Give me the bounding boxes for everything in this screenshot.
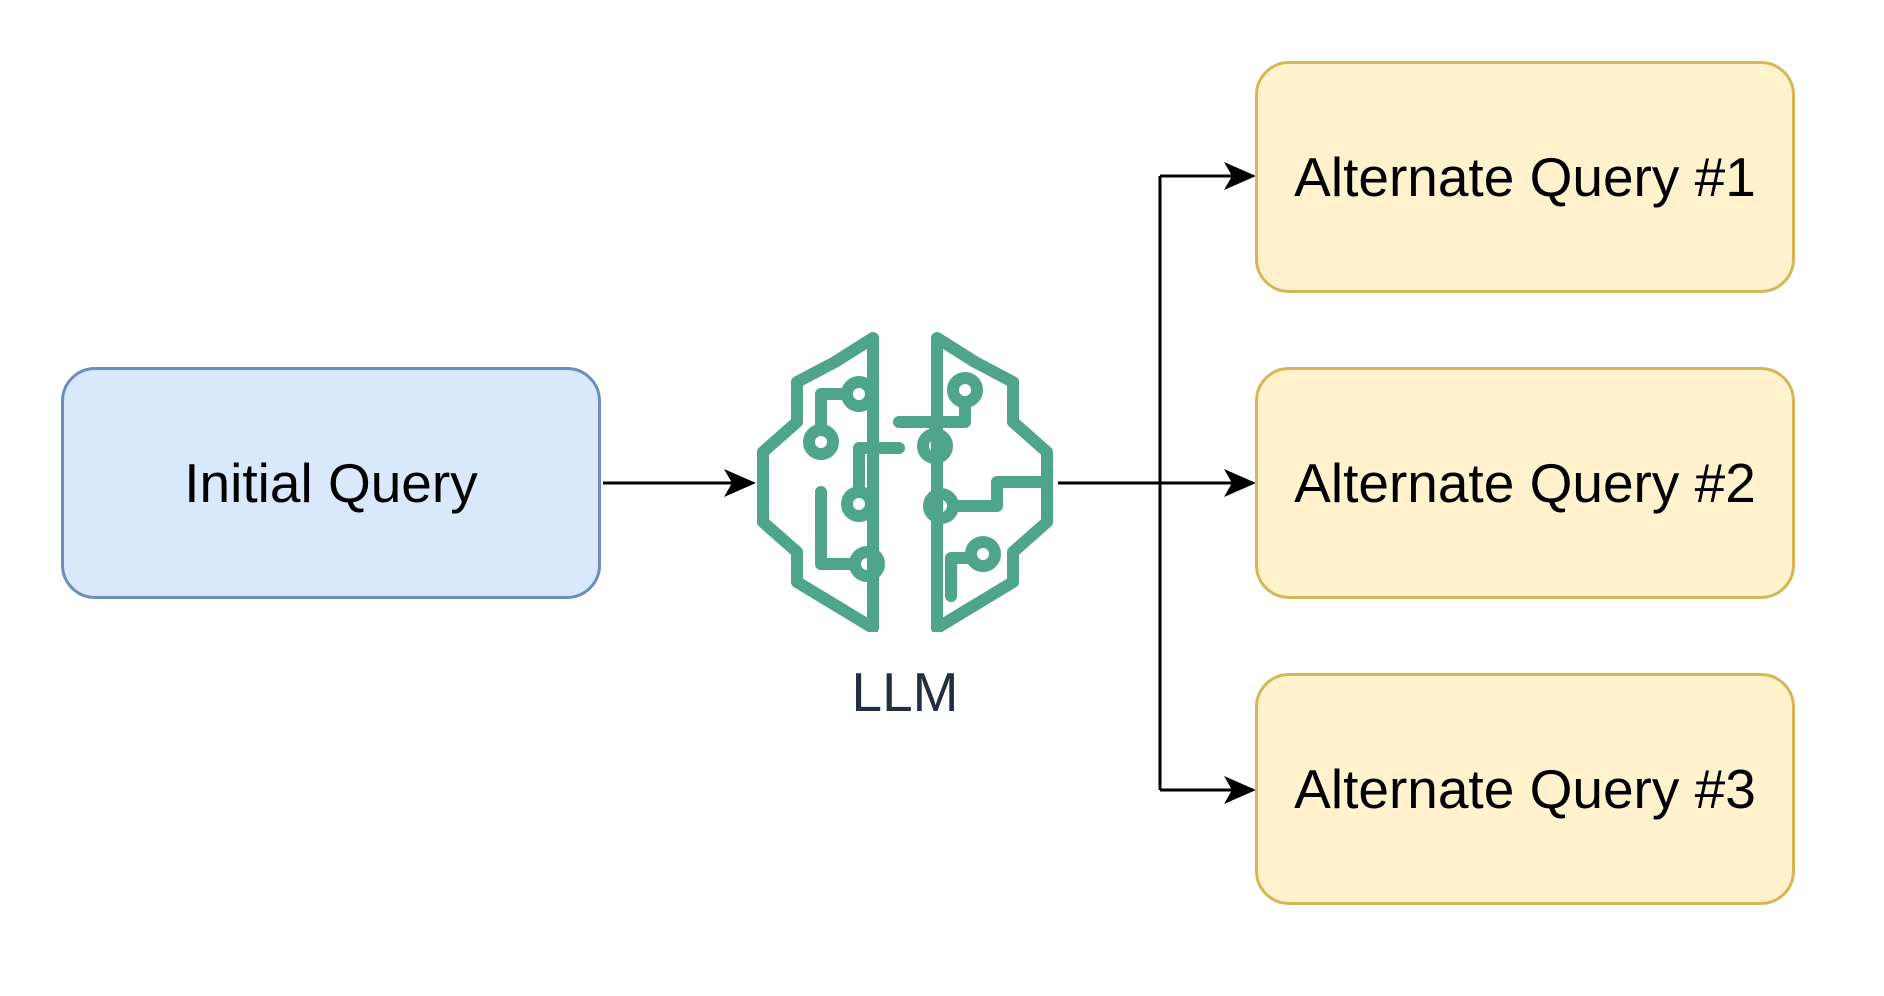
alternate-query-node-2: Alternate Query #2: [1255, 367, 1795, 599]
alternate-query-label-3: Alternate Query #3: [1294, 758, 1756, 820]
arrowhead-alt-3: [1224, 776, 1256, 804]
alternate-query-node-1: Alternate Query #1: [1255, 61, 1795, 293]
initial-query-label: Initial Query: [184, 452, 478, 514]
llm-label: LLM: [851, 661, 959, 723]
alternate-query-label-2: Alternate Query #2: [1294, 452, 1756, 514]
brain-circuit-icon: [757, 332, 1053, 632]
initial-query-node: Initial Query: [61, 367, 601, 599]
alternate-query-label-1: Alternate Query #1: [1294, 146, 1756, 208]
arrowhead-llm: [724, 469, 756, 497]
alternate-query-node-3: Alternate Query #3: [1255, 673, 1795, 905]
arrowhead-alt-2: [1224, 469, 1256, 497]
arrowhead-alt-1: [1224, 162, 1256, 190]
